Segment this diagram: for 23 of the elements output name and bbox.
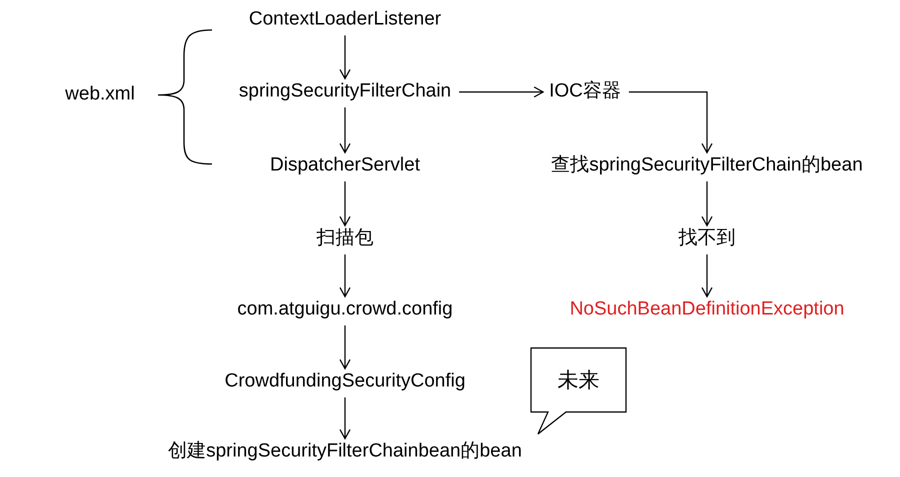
arrow — [339, 35, 351, 80]
exception-label: NoSuchBeanDefinitionException — [570, 298, 844, 322]
step-label: springSecurityFilterChain — [238, 80, 452, 104]
step-label: 扫描包 — [316, 228, 374, 250]
arrow — [628, 91, 713, 154]
arrow — [339, 181, 351, 226]
step-label: ContextLoaderListener — [248, 8, 442, 32]
step-label: CrowdfundingSecurityConfig — [224, 370, 466, 394]
step-label: 创建springSecurityFilterChainbean的bean — [168, 440, 522, 464]
arrow — [339, 107, 351, 154]
arrow — [701, 181, 713, 226]
arrow — [701, 254, 713, 298]
step-label: IOC容器 — [549, 80, 621, 104]
step-label: com.atguigu.crowd.config — [237, 298, 453, 322]
step-label: DispatcherServlet — [270, 154, 420, 178]
step-label: 查找springSecurityFilterChain的bean — [551, 154, 863, 178]
arrow — [339, 254, 351, 298]
step-label: 找不到 — [678, 228, 736, 250]
arrow — [339, 397, 351, 440]
speech-bubble: 未来 — [530, 347, 627, 436]
arrow — [339, 325, 351, 370]
file-name-label: web.xml — [65, 84, 135, 106]
arrow — [459, 86, 544, 98]
